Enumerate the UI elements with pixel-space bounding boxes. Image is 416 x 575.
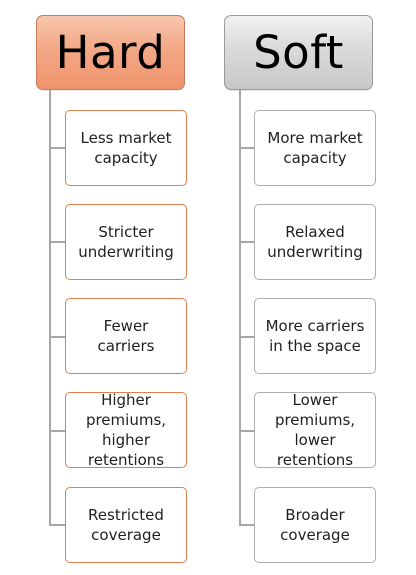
soft-item-coverage: Broader coverage — [254, 487, 376, 563]
soft-item-carriers: More carriers in the space — [254, 298, 376, 374]
soft-connector-branch — [239, 147, 255, 149]
soft-connector-branch — [239, 524, 255, 526]
soft-item-market-capacity: More market capacity — [254, 110, 376, 186]
hard-market-header: Hard — [36, 15, 185, 90]
soft-connector-branch — [239, 336, 255, 338]
hard-connector-branch — [49, 336, 65, 338]
hard-item-premiums: Higher premiums, higher retentions — [65, 391, 187, 469]
hard-item-coverage: Restricted coverage — [65, 487, 187, 563]
soft-connector-trunk — [239, 90, 241, 525]
soft-item-premiums: Lower premiums, lower retentions — [254, 391, 376, 469]
hard-item-market-capacity: Less market capacity — [65, 110, 187, 186]
hard-item-underwriting: Stricter underwriting — [65, 204, 187, 280]
hard-connector-branch — [49, 147, 65, 149]
soft-connector-branch — [239, 241, 255, 243]
soft-market-header: Soft — [224, 15, 373, 90]
soft-connector-branch — [239, 430, 255, 432]
hard-connector-branch — [49, 430, 65, 432]
soft-item-underwriting: Relaxed underwriting — [254, 204, 376, 280]
hard-item-carriers: Fewer carriers — [65, 298, 187, 374]
hard-connector-trunk — [49, 90, 51, 525]
hard-connector-branch — [49, 241, 65, 243]
hard-connector-branch — [49, 524, 65, 526]
